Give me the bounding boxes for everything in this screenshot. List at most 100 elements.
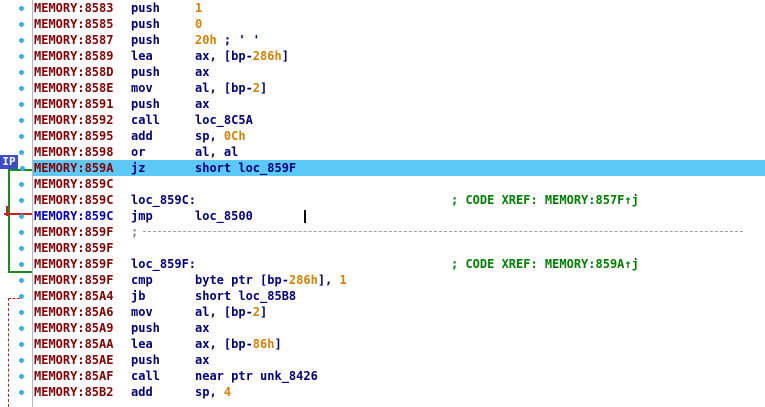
listing-row[interactable]: MEMORY:859C: [33, 176, 765, 192]
breakpoint-dot-icon[interactable]: [19, 38, 24, 43]
breakpoint-dot-icon[interactable]: [19, 374, 24, 379]
breakpoint-dot-icon[interactable]: [19, 358, 24, 363]
flow-arrow-dashed-horizontal: [8, 298, 20, 299]
breakpoint-dot-icon[interactable]: [19, 278, 24, 283]
line-address: MEMORY:85A9: [34, 321, 114, 335]
listing-row[interactable]: MEMORY:859C jmp loc_8500: [33, 208, 765, 224]
listing-row[interactable]: MEMORY:85A9 push ax: [33, 320, 765, 336]
instruction-operands[interactable]: sp, 0Ch: [195, 128, 246, 144]
instruction-operands[interactable]: al, [bp-2]: [195, 304, 267, 320]
gutter[interactable]: IP: [0, 0, 33, 407]
instruction-operands[interactable]: loc_8500: [195, 208, 253, 224]
breakpoint-dot-icon[interactable]: [19, 22, 24, 27]
instruction-operands[interactable]: near ptr unk_8426: [195, 368, 318, 384]
instruction-operands[interactable]: 20h ; ' ': [195, 32, 260, 48]
breakpoint-dot-icon[interactable]: [19, 310, 24, 315]
breakpoint-dot-icon[interactable]: [20, 166, 25, 171]
line-address: MEMORY:859C: [34, 209, 114, 223]
operand-text: ]: [260, 305, 268, 319]
breakpoint-dot-icon[interactable]: [19, 134, 24, 139]
instruction-operands[interactable]: ax: [195, 64, 209, 80]
breakpoint-dot-icon[interactable]: [19, 246, 24, 251]
breakpoint-dot-icon[interactable]: [19, 70, 24, 75]
line-address: MEMORY:8585: [34, 17, 114, 31]
instruction-mnemonic: push: [131, 321, 160, 335]
instruction-operands[interactable]: short loc_85B8: [195, 288, 296, 304]
breakpoint-dot-icon[interactable]: [19, 262, 24, 267]
breakpoint-dot-icon[interactable]: [19, 86, 24, 91]
operand-text: loc_8500: [195, 209, 253, 223]
breakpoint-dot-icon[interactable]: [19, 390, 24, 395]
instruction-mnemonic: call: [131, 369, 160, 383]
numeric-operand: 1: [195, 1, 203, 15]
instruction-mnemonic: push: [131, 17, 160, 31]
code-label[interactable]: loc_859F:: [131, 257, 197, 271]
instruction-operands[interactable]: ax: [195, 320, 209, 336]
breakpoint-dot-icon[interactable]: [19, 102, 24, 107]
listing-row[interactable]: MEMORY:8585 push 0: [33, 16, 765, 32]
breakpoint-dot-icon[interactable]: [19, 198, 24, 203]
instruction-operands[interactable]: sp, 4: [195, 384, 231, 400]
operand-text: al, al: [195, 145, 239, 159]
instruction-operands[interactable]: ax: [195, 96, 209, 112]
instruction-mnemonic: mov: [131, 81, 153, 95]
instruction-operands[interactable]: ax: [195, 352, 209, 368]
breakpoint-dot-icon[interactable]: [19, 182, 24, 187]
breakpoint-dot-icon[interactable]: [19, 342, 24, 347]
breakpoint-dot-icon[interactable]: [19, 54, 24, 59]
instruction-operands[interactable]: ax, [bp-286h]: [195, 48, 289, 64]
instruction-operands[interactable]: short loc_859F: [195, 160, 296, 176]
xref-comment[interactable]: ; CODE XREF: MEMORY:857F↑j: [451, 193, 639, 207]
instruction-operands[interactable]: 0: [195, 16, 202, 32]
instruction-operands[interactable]: 1: [195, 0, 202, 16]
xref-comment[interactable]: ; CODE XREF: MEMORY:859A↑j: [451, 257, 639, 271]
instruction-operands[interactable]: byte ptr [bp-286h], 1: [195, 272, 347, 288]
instruction-mnemonic: jmp: [131, 209, 153, 223]
breakpoint-dot-icon[interactable]: [19, 214, 24, 219]
listing-row[interactable]: MEMORY:859F: [33, 240, 765, 256]
breakpoint-dot-icon[interactable]: [19, 118, 24, 123]
operand-text: ax: [195, 353, 210, 367]
numeric-operand: 20h: [195, 33, 217, 47]
line-address: MEMORY:858D: [34, 65, 114, 79]
instruction-operands[interactable]: al, al: [195, 144, 238, 160]
line-address: MEMORY:85AA: [34, 337, 114, 351]
line-address: MEMORY:859A: [34, 161, 114, 175]
operand-text: short loc_859F: [195, 161, 297, 175]
code-label[interactable]: loc_859C:: [131, 193, 197, 207]
instruction-mnemonic: push: [131, 33, 160, 47]
breakpoint-dot-icon[interactable]: [19, 6, 24, 11]
instruction-operands[interactable]: ax, [bp-86h]: [195, 336, 282, 352]
numeric-operand: 4: [223, 385, 232, 399]
line-address: MEMORY:8589: [34, 49, 114, 63]
breakpoint-dot-icon[interactable]: [19, 230, 24, 235]
breakpoint-dot-icon[interactable]: [19, 294, 24, 299]
breakpoint-dot-icon[interactable]: [19, 150, 24, 155]
instruction-mnemonic: push: [131, 1, 160, 15]
instruction-operands[interactable]: loc_8C5A: [195, 112, 253, 128]
flow-arrow-taken-vertical: [8, 169, 10, 273]
breakpoint-dot-icon[interactable]: [19, 326, 24, 331]
instruction-operands[interactable]: al, [bp-2]: [195, 80, 267, 96]
listing-row[interactable]: MEMORY:859F;: [33, 224, 765, 240]
